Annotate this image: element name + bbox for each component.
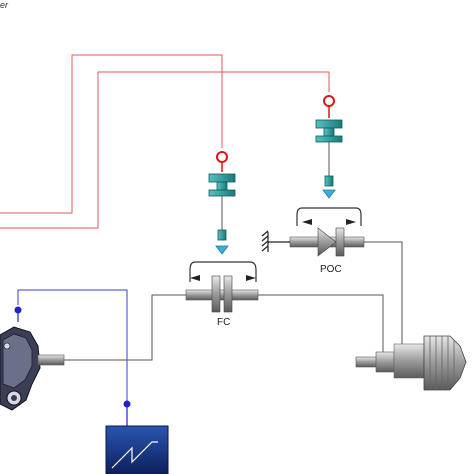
scope-icon[interactable] bbox=[105, 400, 169, 474]
electrical-line bbox=[17, 289, 128, 402]
poc-label: POC bbox=[320, 264, 342, 275]
fc-label: FC bbox=[217, 317, 231, 328]
poc-sensor-icon bbox=[323, 95, 335, 118]
signal-line-poc bbox=[0, 71, 330, 229]
fixed-ground-icon bbox=[261, 230, 290, 252]
engine-to-fc-line bbox=[62, 294, 190, 361]
fc-clutch[interactable] bbox=[185, 261, 259, 313]
poc-valve-icon bbox=[315, 119, 343, 199]
signal-lines bbox=[0, 54, 330, 229]
engine-icon[interactable] bbox=[0, 306, 65, 411]
poc-clutch[interactable] bbox=[289, 207, 365, 257]
fc-to-gearbox-line bbox=[258, 294, 384, 360]
poc-actuator[interactable] bbox=[315, 95, 343, 199]
fc-actuator[interactable] bbox=[208, 151, 236, 255]
poc-to-gearbox-line bbox=[362, 241, 403, 360]
truncated-label: er bbox=[0, 0, 9, 10]
gearbox-icon[interactable] bbox=[355, 335, 467, 391]
signal-line-fc bbox=[0, 54, 223, 214]
mechanical-lines bbox=[62, 241, 403, 361]
fc-sensor-icon bbox=[216, 151, 228, 172]
fc-valve-icon bbox=[208, 173, 236, 255]
